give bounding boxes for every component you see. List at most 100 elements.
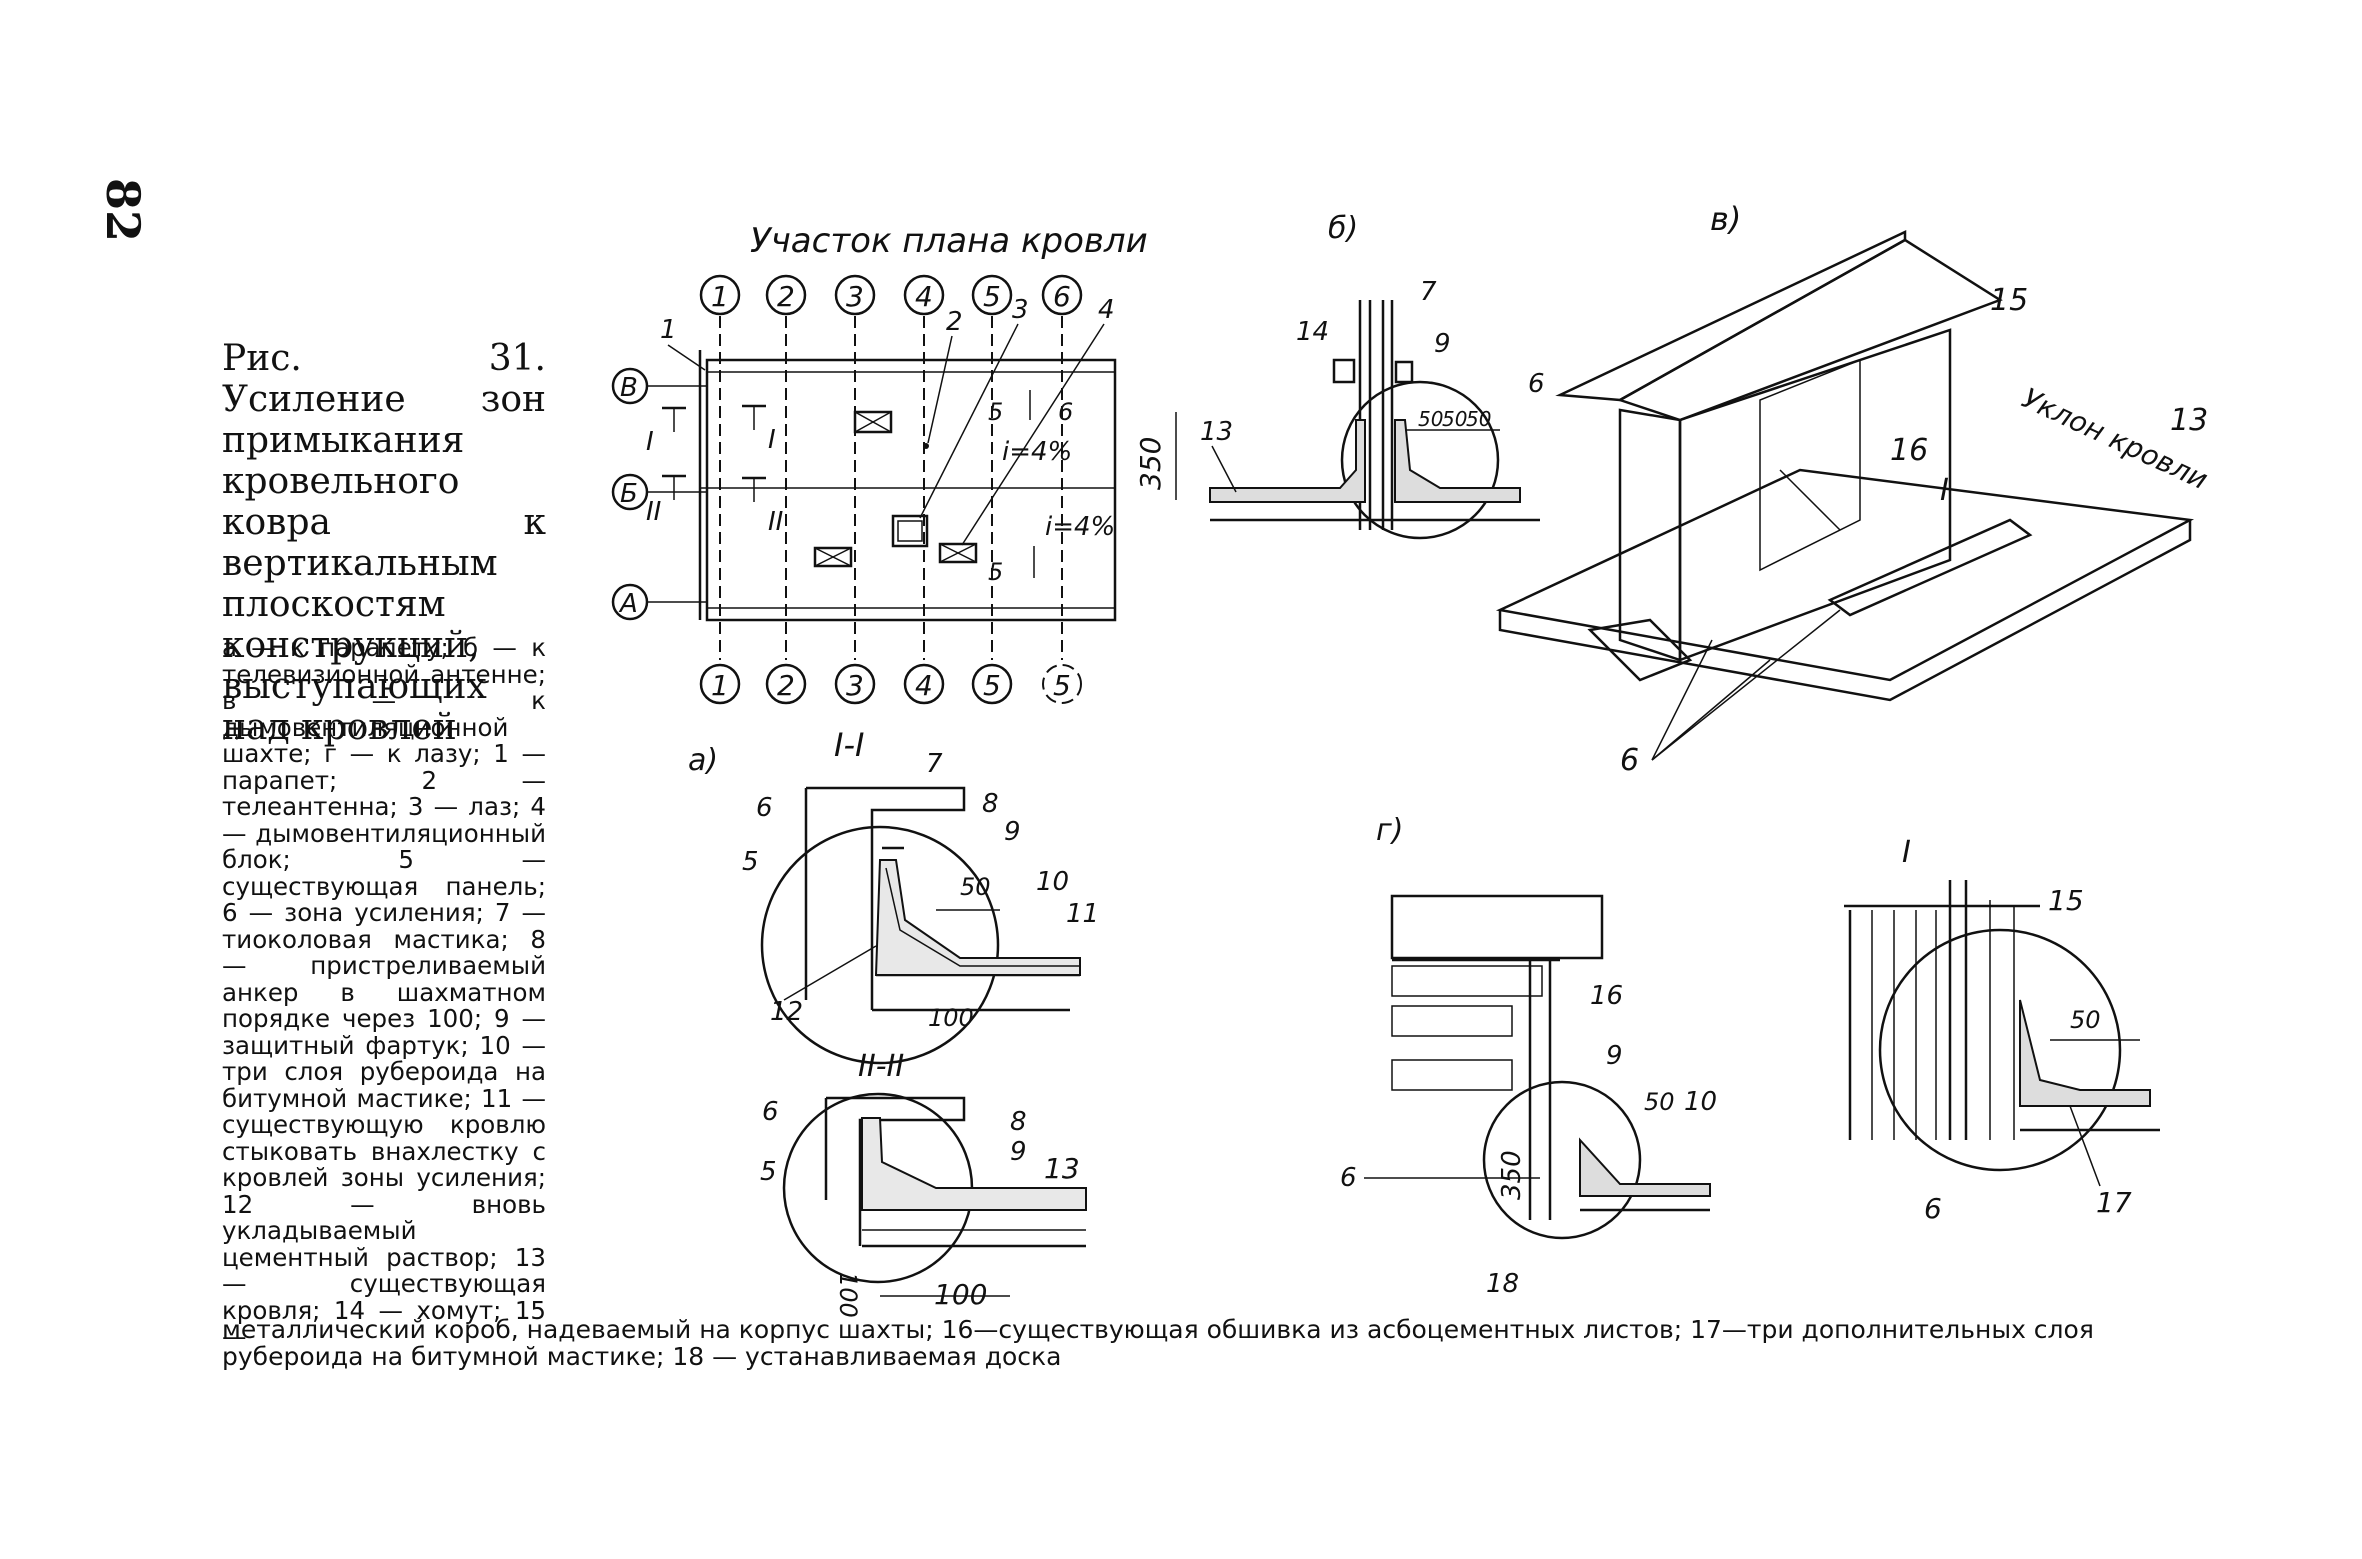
svg-text:7: 7 (1420, 277, 1437, 307)
svg-text:6: 6 (1053, 280, 1071, 313)
plan-antenna-2 (923, 443, 929, 449)
svg-text:7: 7 (926, 749, 943, 779)
svg-text:100: 100 (934, 1278, 987, 1311)
svg-text:16: 16 (1890, 433, 1928, 468)
svg-text:10: 10 (1036, 867, 1069, 897)
svg-text:3: 3 (1012, 295, 1029, 325)
svg-text:II: II (768, 507, 783, 537)
svg-text:в): в) (1710, 200, 1741, 238)
slope-direction-label: Уклон кровли (2017, 381, 2213, 496)
svg-text:А: А (618, 589, 638, 619)
svg-text:50: 50 (2070, 1006, 2101, 1034)
svg-text:13: 13 (1200, 417, 1233, 447)
svg-text:14: 14 (1296, 317, 1329, 347)
plan-block-4b (813, 546, 853, 568)
svg-text:10: 10 (1684, 1087, 1717, 1117)
fig-b-antenna: б) 50 50 50 350 14 7 9 6 13 (1134, 211, 1545, 540)
caption-title: Рис. 31. Усиление зон примыкания кровель… (222, 338, 546, 748)
svg-text:I: I (768, 425, 776, 455)
svg-text:5: 5 (1053, 669, 1071, 702)
svg-text:50: 50 (960, 873, 991, 901)
svg-text:15: 15 (2048, 884, 2084, 917)
svg-text:6: 6 (1924, 1192, 1942, 1225)
caption-body: а — к парапету; б — к телевизионной анте… (222, 633, 546, 1351)
svg-text:б): б) (1328, 211, 1358, 246)
svg-text:4: 4 (915, 280, 933, 313)
svg-text:13: 13 (2170, 403, 2208, 438)
plan-hatch-3 (891, 514, 929, 548)
svg-text:8: 8 (982, 789, 999, 819)
svg-text:5: 5 (983, 280, 1001, 313)
svg-text:50: 50 (1466, 407, 1491, 431)
plan-block-4c (938, 542, 978, 564)
svg-text:15: 15 (1990, 283, 2028, 318)
slope-label-1: i=4% (1002, 437, 1072, 467)
svg-text:100: 100 (834, 1272, 862, 1318)
svg-text:Б: Б (620, 479, 638, 509)
svg-text:50: 50 (1442, 407, 1467, 431)
svg-text:4: 4 (915, 669, 933, 702)
svg-text:6: 6 (762, 1097, 779, 1127)
svg-text:9: 9 (1434, 329, 1451, 359)
svg-text:9: 9 (1010, 1137, 1027, 1167)
svg-text:13: 13 (1044, 1152, 1080, 1185)
svg-text:4: 4 (1098, 295, 1115, 325)
svg-text:11: 11 (1066, 899, 1099, 929)
svg-text:6: 6 (1058, 398, 1073, 426)
svg-text:9: 9 (1606, 1041, 1623, 1071)
svg-text:50: 50 (1644, 1088, 1675, 1116)
svg-text:18: 18 (1486, 1269, 1519, 1299)
slope-label-2: i=4% (1045, 512, 1115, 542)
shaft-side (1678, 328, 1952, 662)
plan-title: Участок плана кровли (750, 221, 1148, 261)
svg-text:2: 2 (777, 669, 795, 702)
section-2-title: II-II (858, 1049, 904, 1084)
svg-text:1: 1 (660, 315, 677, 345)
svg-text:I: I (1940, 473, 1949, 508)
svg-text:5: 5 (988, 398, 1003, 426)
svg-text:3: 3 (846, 280, 864, 313)
svg-text:6: 6 (1340, 1163, 1357, 1193)
svg-text:100: 100 (928, 1004, 974, 1032)
svg-text:8: 8 (1010, 1107, 1027, 1137)
axis-bubbles-left: В Б А (611, 367, 707, 621)
plan-block-4a (853, 410, 893, 434)
axis-bubbles-bottom: 1 2 3 4 5 5 (699, 663, 1082, 705)
svg-text:2: 2 (946, 307, 963, 337)
svg-text:В: В (620, 373, 638, 403)
detail-I: I 50 15 6 17 (1844, 835, 2160, 1225)
svg-text:1: 1 (711, 669, 729, 702)
svg-text:5: 5 (983, 669, 1001, 702)
svg-text:6: 6 (756, 793, 773, 823)
fig-a-section-2: II-II 6 5 8 9 13 100 100 (760, 1049, 1087, 1318)
svg-text:I: I (646, 427, 654, 457)
svg-text:17: 17 (2096, 1186, 2132, 1219)
fig-v-chimney: в) 15 13 16 I 6 Уклон кровли (1495, 200, 2213, 778)
svg-text:II: II (646, 497, 661, 527)
plan-outline (705, 358, 1117, 622)
svg-text:5: 5 (760, 1157, 777, 1187)
section-1-title: I-I (834, 726, 864, 764)
svg-text:50: 50 (1418, 407, 1443, 431)
svg-text:3: 3 (846, 669, 864, 702)
svg-text:I: I (1902, 835, 1911, 870)
svg-text:9: 9 (1004, 817, 1021, 847)
svg-text:350: 350 (1134, 437, 1167, 490)
svg-text:6: 6 (1620, 743, 1639, 778)
section-1-circle (760, 825, 1000, 1065)
fig-g-hatch: г) 16 9 10 6 18 50 350 (1340, 813, 1717, 1299)
svg-text:12: 12 (770, 997, 803, 1027)
roof-plan: Участок плана кровли 1 2 3 4 5 6 1 2 3 4… (611, 221, 1148, 705)
svg-text:а): а) (688, 743, 718, 778)
svg-text:1: 1 (711, 280, 729, 313)
svg-text:2: 2 (777, 280, 795, 313)
axis-bubbles-top: 1 2 3 4 5 6 (699, 274, 1083, 316)
svg-text:5: 5 (988, 558, 1003, 586)
shaft-top (1616, 238, 2003, 422)
svg-text:г): г) (1376, 813, 1403, 848)
fig-a-section-1: а) I-I 50 100 6 5 7 8 9 10 11 12 (688, 726, 1099, 1065)
svg-text:6: 6 (1528, 369, 1545, 399)
caption-tail: металлический короб, надеваемый на корпу… (222, 1315, 2094, 1371)
svg-text:350: 350 (1497, 1150, 1527, 1200)
